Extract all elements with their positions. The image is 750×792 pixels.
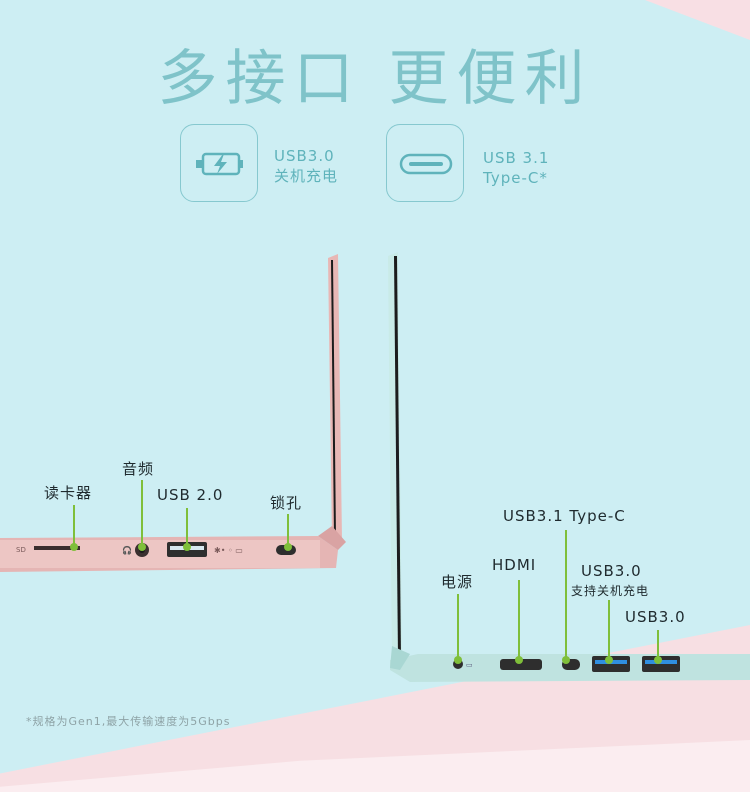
feature-usb30-box xyxy=(180,124,258,202)
headline: 多接口 更便利 xyxy=(157,44,593,114)
footnote: *规格为Gen1,最大传输速度为5Gbps xyxy=(26,715,231,728)
label-usb30-charge-note: 支持关机充电 xyxy=(571,584,650,598)
callout-line-usb30 xyxy=(657,630,659,660)
charging-battery-icon xyxy=(196,152,243,176)
feature-typec-text: USB 3.1 Type-C* xyxy=(483,148,549,188)
callout-line-lock xyxy=(287,514,289,547)
feature-usb30-text: USB3.0 关机充电 xyxy=(274,146,338,186)
svg-text:SD: SD xyxy=(16,546,26,554)
label-usb20: USB 2.0 xyxy=(157,486,224,504)
callout-dot-power xyxy=(454,656,462,664)
callout-line-hdmi xyxy=(518,580,520,660)
label-usb30: USB3.0 xyxy=(625,608,686,626)
callout-dot-lock xyxy=(284,543,292,551)
callout-line-usb20 xyxy=(186,508,188,547)
svg-text:✱• ◦ ▭: ✱• ◦ ▭ xyxy=(214,546,243,555)
callout-dot-usb20 xyxy=(183,543,191,551)
feature-usb30-title: USB3.0 xyxy=(274,147,335,165)
callout-dot-usb30-charge xyxy=(605,656,613,664)
callout-dot-hdmi xyxy=(515,656,523,664)
label-power: 电源 xyxy=(441,573,474,591)
callout-dot-card-reader xyxy=(70,543,78,551)
label-usb30-charge: USB3.0 xyxy=(581,562,642,580)
callout-line-typec xyxy=(565,530,567,660)
feature-typec-subtitle: Type-C* xyxy=(483,169,548,187)
label-hdmi: HDMI xyxy=(492,556,537,574)
feature-typec-title: USB 3.1 xyxy=(483,149,550,167)
callout-dot-typec xyxy=(562,656,570,664)
callout-line-usb30-charge xyxy=(608,600,610,660)
callout-line-audio xyxy=(141,480,143,547)
label-audio: 音频 xyxy=(122,460,155,478)
feature-typec-box xyxy=(386,124,464,202)
feature-usb30-subtitle: 关机充电 xyxy=(274,167,339,185)
label-card-reader: 读卡器 xyxy=(44,484,93,502)
usb-type-c-icon xyxy=(399,153,453,175)
label-lock: 锁孔 xyxy=(270,494,303,512)
callout-dot-usb30 xyxy=(654,656,662,664)
callout-line-card-reader xyxy=(73,505,75,547)
svg-text:▭: ▭ xyxy=(466,661,473,669)
svg-text:🎧: 🎧 xyxy=(122,545,132,555)
callout-line-power xyxy=(457,594,459,660)
label-typec: USB3.1 Type-C xyxy=(503,507,626,525)
pink-laptop-side-view: SD 🎧 ✱• ◦ ▭ xyxy=(0,254,346,572)
callout-dot-audio xyxy=(138,543,146,551)
